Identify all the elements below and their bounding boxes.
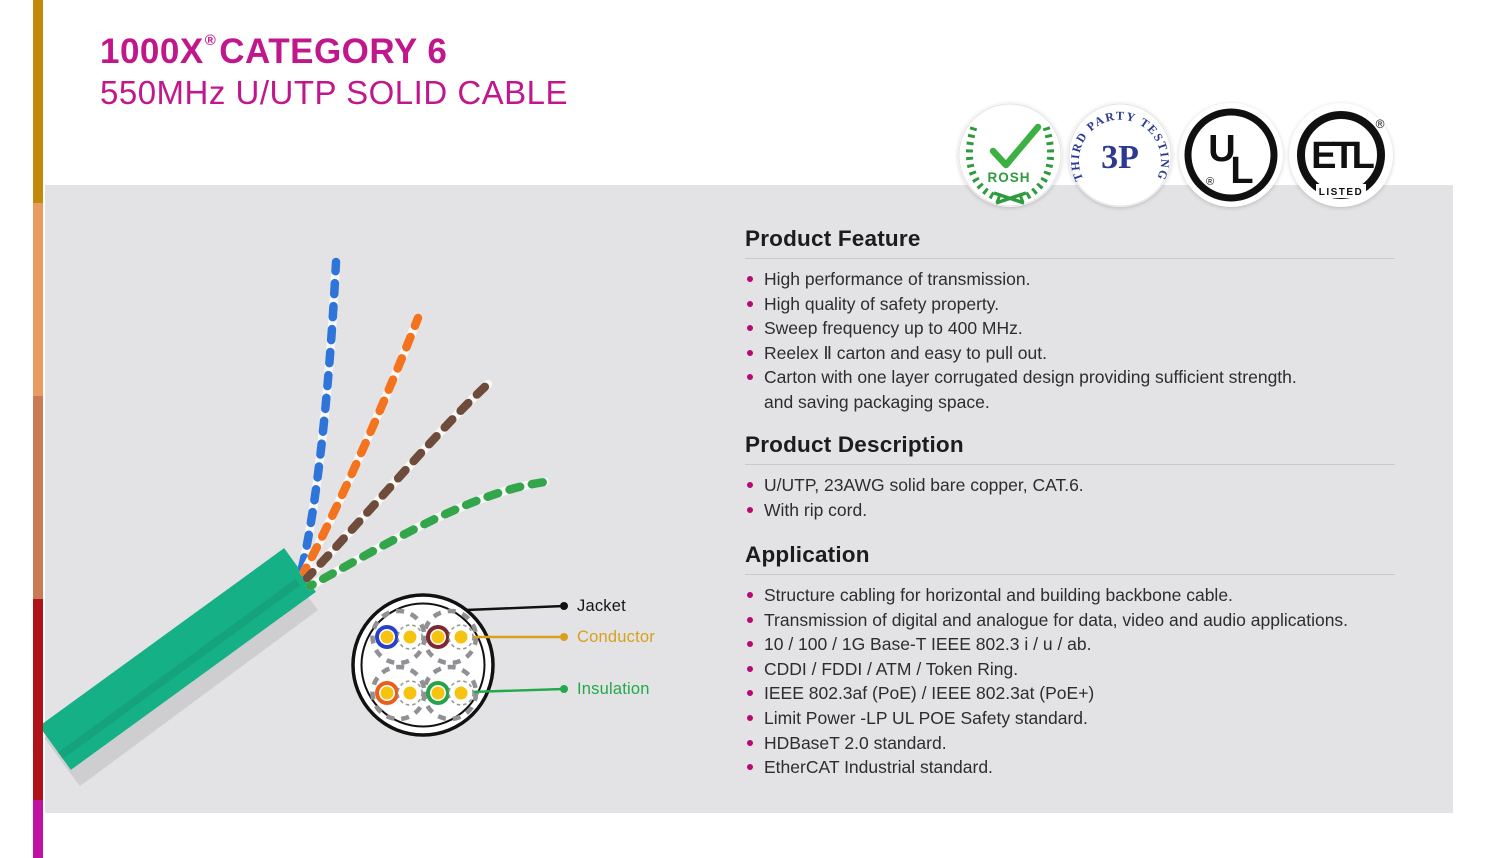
wire-white-2 (448, 624, 474, 650)
section-divider (745, 258, 1395, 259)
list-item: Reelex Ⅱ carton and easy to pull out. (745, 341, 1395, 366)
list-item: High performance of transmission. (745, 267, 1395, 292)
section-application: Application Structure cabling for horizo… (745, 542, 1395, 780)
rosh-label: ROSH (987, 170, 1030, 185)
section-title: Product Description (745, 432, 964, 457)
strip-segment-light-orange (33, 203, 43, 396)
list-item: Structure cabling for horizontal and bui… (745, 583, 1395, 608)
twisted-pair-green (305, 477, 550, 591)
twisted-pair-brown (302, 379, 493, 583)
ul-certification-badge: U L ® (1179, 103, 1283, 207)
rosh-wreath-icon: ROSH (958, 103, 1062, 207)
etl-listed-text: LISTED (1319, 187, 1364, 198)
cable-jacket-edge (57, 578, 301, 760)
list-item: CDDI / FDDI / ATM / Token Ring. (745, 657, 1395, 682)
conductor-label: Conductor (577, 628, 655, 646)
cross-section-inner-ring (360, 602, 486, 728)
title-line1: 1000X®CATEGORY 6 (100, 20, 568, 72)
cross-section-jacket-ring (351, 593, 495, 737)
page-title: 1000X®CATEGORY 6 550MHz U/UTP SOLID CABL… (100, 20, 568, 113)
third-party-testing-icon: THIRD PARTY TESTING 3P (1068, 103, 1172, 207)
list-item: Transmission of digital and analogue for… (745, 608, 1395, 633)
feature-list: High performance of transmission. High q… (745, 267, 1395, 390)
title-rest: CATEGORY 6 (219, 32, 448, 71)
etl-icon: ETL LISTED ® (1290, 104, 1392, 206)
insulation-leader-dot (560, 685, 568, 693)
strip-segment-dark-red (33, 599, 43, 800)
side-color-strip (33, 0, 43, 858)
jacket-leader-line (465, 604, 565, 612)
twisted-pair-blue (297, 257, 341, 573)
jacket-leader-dot (560, 602, 568, 610)
etl-letters: ETL (1311, 135, 1375, 177)
strip-segment-gold (33, 0, 43, 203)
registered-mark: ® (204, 32, 217, 49)
cross-section-diagram (351, 593, 568, 737)
cross-section-wires (375, 624, 474, 706)
rosh-certification-badge: ROSH (958, 103, 1062, 207)
cable-jacket (40, 548, 316, 770)
section-title: Application (745, 542, 870, 567)
brand-text: 1000X (100, 32, 204, 71)
wire-white-1 (397, 624, 423, 650)
wire-white-3 (397, 680, 423, 706)
list-item: High quality of safety property. (745, 292, 1395, 317)
third-party-testing-badge: THIRD PARTY TESTING 3P (1068, 103, 1172, 207)
wire-blue (375, 625, 399, 649)
section-divider (745, 574, 1395, 575)
list-item: Sweep frequency up to 400 MHz. (745, 316, 1395, 341)
strip-segment-terracotta (33, 396, 43, 599)
wire-green (426, 681, 450, 705)
wire-orange (375, 681, 399, 705)
cable-illustration (40, 257, 568, 787)
conductor-leader-dot (560, 633, 568, 641)
list-item: EtherCAT Industrial standard. (745, 755, 1395, 780)
application-list: Structure cabling for horizontal and bui… (745, 583, 1395, 780)
wire-white-4 (448, 680, 474, 706)
etl-certification-badge: ETL LISTED ® (1289, 103, 1393, 207)
list-item-continuation: and saving packaging space. (764, 391, 990, 412)
list-item: IEEE 802.3af (PoE) / IEEE 802.3at (PoE+) (745, 681, 1395, 706)
list-item: With rip cord. (745, 498, 1395, 523)
ul-registered-mark: ® (1206, 176, 1214, 188)
section-product-description: Product Description U/UTP, 23AWG solid b… (745, 432, 1395, 522)
description-list: U/UTP, 23AWG solid bare copper, CAT.6. W… (745, 473, 1395, 522)
twisted-pair-orange (299, 313, 423, 577)
list-item: Limit Power -LP UL POE Safety standard. (745, 706, 1395, 731)
title-line2: 550MHz U/UTP SOLID CABLE (100, 74, 569, 111)
pair-wrap-dashes (370, 608, 479, 722)
section-divider (745, 464, 1395, 465)
list-item: 10 / 100 / 1G Base-T IEEE 802.3 i / u / … (745, 632, 1395, 657)
list-item: HDBaseT 2.0 standard. (745, 731, 1395, 756)
strip-segment-magenta (33, 800, 43, 858)
etl-registered-mark: ® (1376, 117, 1385, 131)
3p-center-text: 3P (1101, 139, 1139, 176)
list-item: U/UTP, 23AWG solid bare copper, CAT.6. (745, 473, 1395, 498)
jacket-label: Jacket (577, 597, 626, 615)
ul-icon: U L ® (1180, 104, 1282, 206)
section-title: Product Feature (745, 226, 921, 251)
section-product-feature: Product Feature High performance of tran… (745, 226, 1395, 415)
ul-letter-l: L (1230, 150, 1253, 192)
wire-maroon (426, 625, 450, 649)
insulation-label: Insulation (577, 680, 650, 698)
content-panel (45, 185, 1453, 813)
ul-letter-u: U (1208, 128, 1235, 170)
list-item: Carton with one layer corrugated design … (745, 365, 1395, 390)
